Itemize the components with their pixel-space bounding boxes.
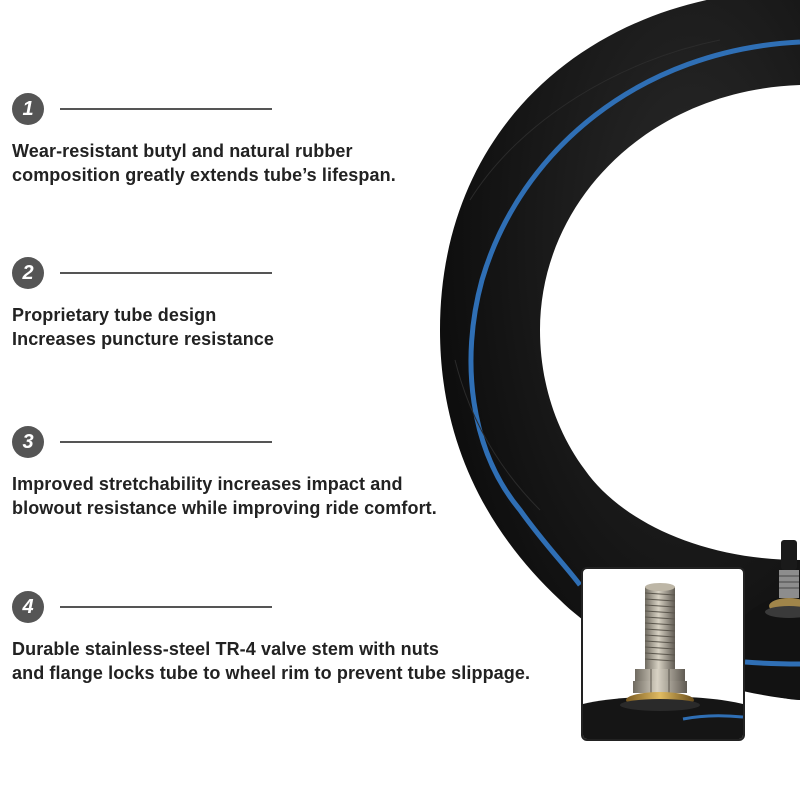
number-badge-4: 4 xyxy=(12,591,44,623)
feature-2-text: Proprietary tube design Increases punctu… xyxy=(12,305,275,349)
divider-line-4 xyxy=(60,606,272,608)
feature-3: 3 Improved stretchability increases impa… xyxy=(12,425,612,520)
feature-2: 2 Proprietary tube design Increases punc… xyxy=(12,256,612,351)
feature-1: 1 Wear-resistant butyl and natural rubbe… xyxy=(12,92,612,187)
feature-4: 4 Durable stainless-steel TR-4 valve ste… xyxy=(12,590,612,685)
valve-closeup-inset xyxy=(581,567,745,741)
number-badge-3: 3 xyxy=(12,426,44,458)
tube-valve-stem-icon xyxy=(765,540,800,618)
divider-line-3 xyxy=(60,441,272,443)
feature-4-text: Durable stainless-steel TR-4 valve stem … xyxy=(12,639,531,683)
number-badge-2: 2 xyxy=(12,257,44,289)
tube-blue-stripe xyxy=(468,39,800,587)
feature-3-text: Improved stretchability increases impact… xyxy=(12,474,437,518)
feature-1-text: Wear-resistant butyl and natural rubber … xyxy=(12,141,396,185)
valve-stem-icon xyxy=(583,583,743,739)
number-badge-1: 1 xyxy=(12,93,44,125)
tube-lower-section xyxy=(740,595,800,700)
divider-line-1 xyxy=(60,108,272,110)
divider-line-2 xyxy=(60,272,272,274)
